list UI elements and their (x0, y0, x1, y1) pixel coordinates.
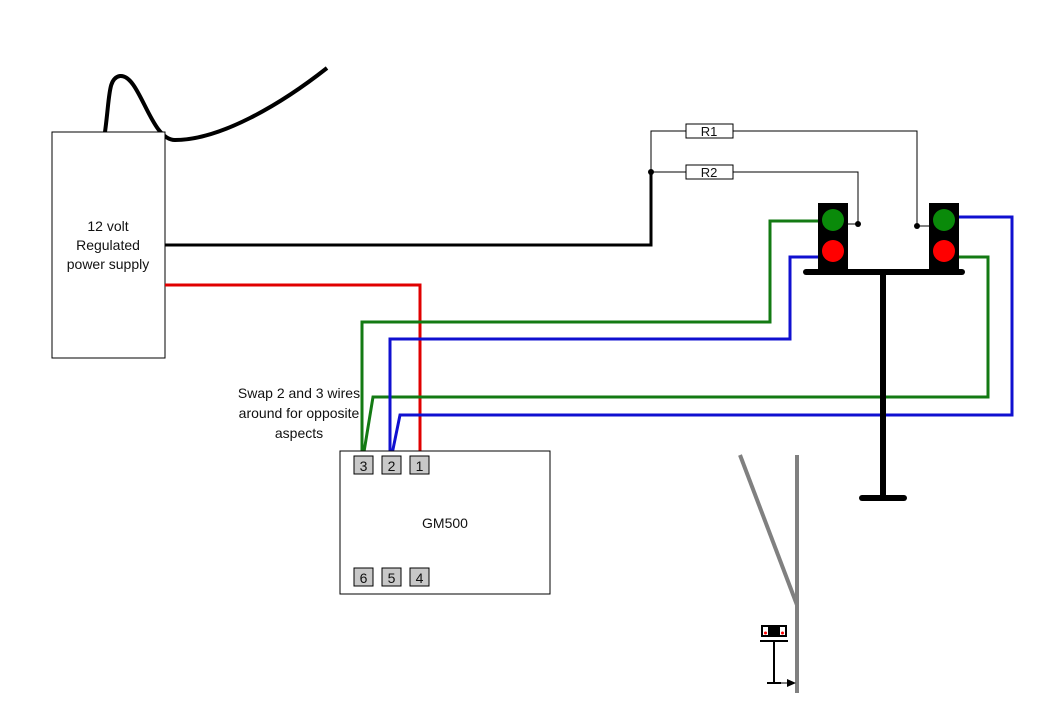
power-supply-box (51, 131, 166, 359)
terminal-1 (409, 455, 430, 475)
right-green-lamp (933, 209, 955, 231)
terminal-5-label: 5 (388, 570, 396, 586)
blue-wire-left-signal (388, 255, 820, 464)
terminal-2 (381, 455, 402, 475)
mains-cable (103, 66, 329, 143)
left-green-lamp (822, 209, 844, 231)
terminal-4-label: 4 (416, 570, 424, 586)
blue-wire-right-signal (388, 215, 1014, 465)
resistor-network (650, 130, 932, 227)
top-terminals: 3 2 1 (353, 455, 430, 475)
resistor-r1 (685, 123, 734, 139)
terminal-3-label: 3 (360, 458, 368, 474)
terminal-5 (381, 567, 402, 587)
junction-dot (914, 223, 920, 229)
left-red-lamp (822, 240, 844, 262)
resistor-r2 (685, 164, 734, 180)
junction-dot (648, 169, 654, 175)
terminal-6-label: 6 (360, 570, 368, 586)
black-wire (165, 172, 653, 247)
terminal-1-label: 1 (416, 458, 424, 474)
power-supply-label-2: Regulated (76, 237, 140, 253)
terminal-6 (353, 567, 374, 587)
gm500-module (339, 450, 551, 595)
direction-arrow-icon (787, 679, 796, 687)
power-supply-label-3: power supply (67, 256, 150, 272)
note-line-1: Swap 2 and 3 wires (238, 385, 360, 401)
note-line-2: around for opposite (239, 405, 360, 421)
signal-gantry (803, 203, 965, 501)
junction-dot (855, 221, 861, 227)
terminal-3 (353, 455, 374, 475)
track-turnout (738, 454, 799, 693)
gm500-label: GM500 (422, 515, 468, 531)
terminal-2-label: 2 (388, 458, 396, 474)
note-line-3: aspects (275, 425, 323, 441)
bottom-terminals: 6 5 4 (353, 567, 430, 587)
green-wire-right-signal (360, 255, 990, 465)
resistor-r2-label: R2 (701, 165, 718, 180)
green-wire-left-signal (360, 219, 820, 464)
red-wire (165, 283, 422, 464)
right-red-lamp (933, 240, 955, 262)
power-supply-label-1: 12 volt (87, 218, 128, 234)
small-signal-symbol (760, 625, 796, 687)
terminal-4 (409, 567, 430, 587)
resistor-r1-label: R1 (701, 124, 718, 139)
